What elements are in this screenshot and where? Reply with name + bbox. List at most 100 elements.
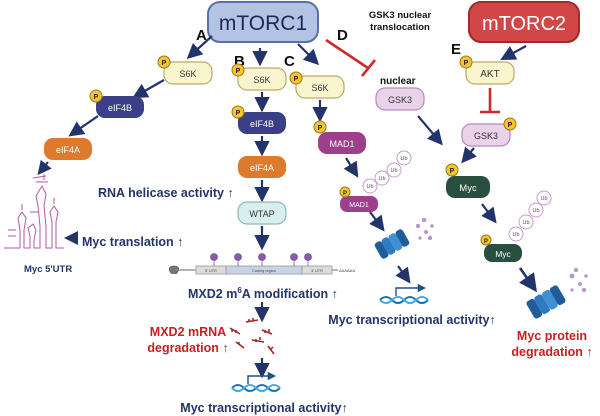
arrow-eif4b-eif4a-a xyxy=(68,115,99,137)
s6k-node-b: S6K xyxy=(237,67,287,91)
mtorc2-label: mTORC2 xyxy=(482,13,566,35)
svg-text:Ub: Ub xyxy=(512,232,519,238)
proteasome-icon-c xyxy=(374,217,434,259)
arrow-myc-ubiquitination xyxy=(481,203,497,224)
panel-letter-b: B xyxy=(234,53,245,70)
wtap-node: WTAP xyxy=(237,201,287,225)
panel-letter-e: E xyxy=(451,41,461,58)
svg-text:Ub: Ub xyxy=(390,168,397,174)
phospho-badge: P xyxy=(313,120,327,134)
svg-text:P: P xyxy=(318,125,323,132)
myc-5utr-label: Myc 5'UTR xyxy=(24,264,72,275)
arrow-mad1-proteasome xyxy=(369,211,385,232)
svg-text:MAD1: MAD1 xyxy=(329,139,354,149)
inhibition-akt-gsk3 xyxy=(480,88,500,114)
svg-text:GSK3: GSK3 xyxy=(388,95,412,105)
svg-text:P: P xyxy=(236,68,241,75)
svg-text:eIF4A: eIF4A xyxy=(250,163,274,173)
myc-node: Myc xyxy=(446,176,490,198)
eif4b-node-b: eIF4B xyxy=(238,112,286,134)
panel-letter-d: D xyxy=(337,27,348,44)
dna-transcription-icon-b xyxy=(231,371,281,392)
gsk3-translocation-line2: translocation xyxy=(370,22,430,33)
svg-text:MAD1: MAD1 xyxy=(349,202,369,209)
myc-transcriptional-activity-b: Myc transcriptional activity↑ xyxy=(180,401,347,415)
arrow-s6k-eif4b-a xyxy=(132,79,165,99)
s6k-node-a: S6K xyxy=(163,61,213,85)
phospho-badge: P xyxy=(445,163,459,177)
svg-text:5' UTR: 5' UTR xyxy=(205,269,217,273)
svg-text:P: P xyxy=(343,191,347,197)
eif4a-node-a: eIF4A xyxy=(44,138,92,160)
rna-helicase-label: RNA helicase activity ↑ xyxy=(98,186,234,200)
arrow-mtorc2-akt xyxy=(500,45,527,61)
s6k-node-c: S6K xyxy=(295,75,345,99)
svg-text:Ub: Ub xyxy=(532,208,539,214)
myc-protein-degradation-line2: degradation ↑ xyxy=(511,345,592,359)
myc-ubiquitinated: Myc P Ub Ub Ub Ub xyxy=(480,190,552,262)
proteasome-icon-e xyxy=(526,267,588,319)
panel-letter-c: C xyxy=(284,53,295,70)
gsk3-nuclear-node: GSK3 xyxy=(375,87,425,111)
svg-text:S6K: S6K xyxy=(253,75,270,85)
svg-text:S6K: S6K xyxy=(311,83,328,93)
mtorc2-complex: mTORC2 xyxy=(468,1,580,43)
svg-text:Ub: Ub xyxy=(378,176,385,182)
svg-text:P: P xyxy=(484,239,488,245)
inhibition-mtorc1-gsk3 xyxy=(325,38,377,77)
dna-transcription-icon-c xyxy=(379,283,429,304)
arrows-from-mtorc1 xyxy=(186,35,320,67)
mrna-fragments-icon xyxy=(229,318,275,355)
phospho-badge: P xyxy=(503,117,517,131)
svg-text:eIF4B: eIF4B xyxy=(108,103,132,113)
svg-text:P: P xyxy=(450,168,455,175)
svg-text:Ub: Ub xyxy=(540,196,547,202)
svg-text:3' UTR: 3' UTR xyxy=(311,269,323,273)
arrow-mad1-ubiquitination xyxy=(343,157,359,178)
mxd2-mrna-schematic: 5' UTR Coding region 3' UTR AAAAAA xyxy=(168,253,355,275)
arrow-eif4a-utr xyxy=(37,159,52,176)
phospho-badge: P xyxy=(89,89,103,103)
mtorc1-label: mTORC1 xyxy=(219,12,307,35)
mxd2-mrna-degradation-line2: degradation ↑ xyxy=(147,341,228,355)
akt-node: AKT xyxy=(465,61,515,85)
svg-text:GSK3: GSK3 xyxy=(474,131,498,141)
svg-text:P: P xyxy=(236,110,241,117)
gsk3-cytoplasmic-node: GSK3 xyxy=(461,123,511,147)
svg-text:eIF4A: eIF4A xyxy=(56,145,80,155)
arrow-gsk3-myc-e xyxy=(461,146,477,164)
myc-translation-label: Myc translation ↑ xyxy=(82,235,183,249)
svg-text:S6K: S6K xyxy=(179,69,196,79)
svg-text:AAAAAA: AAAAAA xyxy=(339,268,355,273)
svg-text:P: P xyxy=(294,76,299,83)
arrow-myc-proteasome xyxy=(518,267,537,293)
svg-text:WTAP: WTAP xyxy=(249,209,274,219)
svg-text:P: P xyxy=(464,60,469,67)
myc-protein-degradation-line1: Myc protein xyxy=(517,329,587,343)
svg-text:Ub: Ub xyxy=(522,220,529,226)
eif4a-node-b: eIF4A xyxy=(238,156,286,178)
phospho-badge: P xyxy=(459,55,473,69)
phospho-badge: P xyxy=(289,71,303,85)
mad1-node: MAD1 xyxy=(318,132,366,154)
svg-text:P: P xyxy=(162,60,167,67)
mxd2-m6a-label: MXD2 m6A modification ↑ xyxy=(188,286,338,301)
svg-text:Myc: Myc xyxy=(459,183,477,194)
svg-text:AKT: AKT xyxy=(480,69,499,80)
svg-text:P: P xyxy=(94,94,99,101)
mad1-ubiquitinated: MAD1 P Ub Ub Ub Ub xyxy=(339,150,412,212)
mxd2-mrna-degradation-line1: MXD2 mRNA xyxy=(150,325,226,339)
phospho-badge: P xyxy=(231,63,245,77)
arrow-proteasome-transcription-c xyxy=(395,265,411,284)
svg-text:Coding region: Coding region xyxy=(252,269,276,273)
mtorc1-complex: mTORC1 xyxy=(207,1,319,43)
svg-text:Ub: Ub xyxy=(400,156,407,162)
myc-transcriptional-activity-c: Myc transcriptional activity↑ xyxy=(328,313,495,327)
phospho-badge: P xyxy=(157,55,171,69)
svg-text:Myc: Myc xyxy=(495,249,511,259)
panel-letter-a: A xyxy=(196,27,207,44)
eif4b-node-a: eIF4B xyxy=(96,96,144,118)
svg-text:Ub: Ub xyxy=(366,184,373,190)
nuclear-label: nuclear xyxy=(380,76,416,87)
svg-text:eIF4B: eIF4B xyxy=(250,119,274,129)
